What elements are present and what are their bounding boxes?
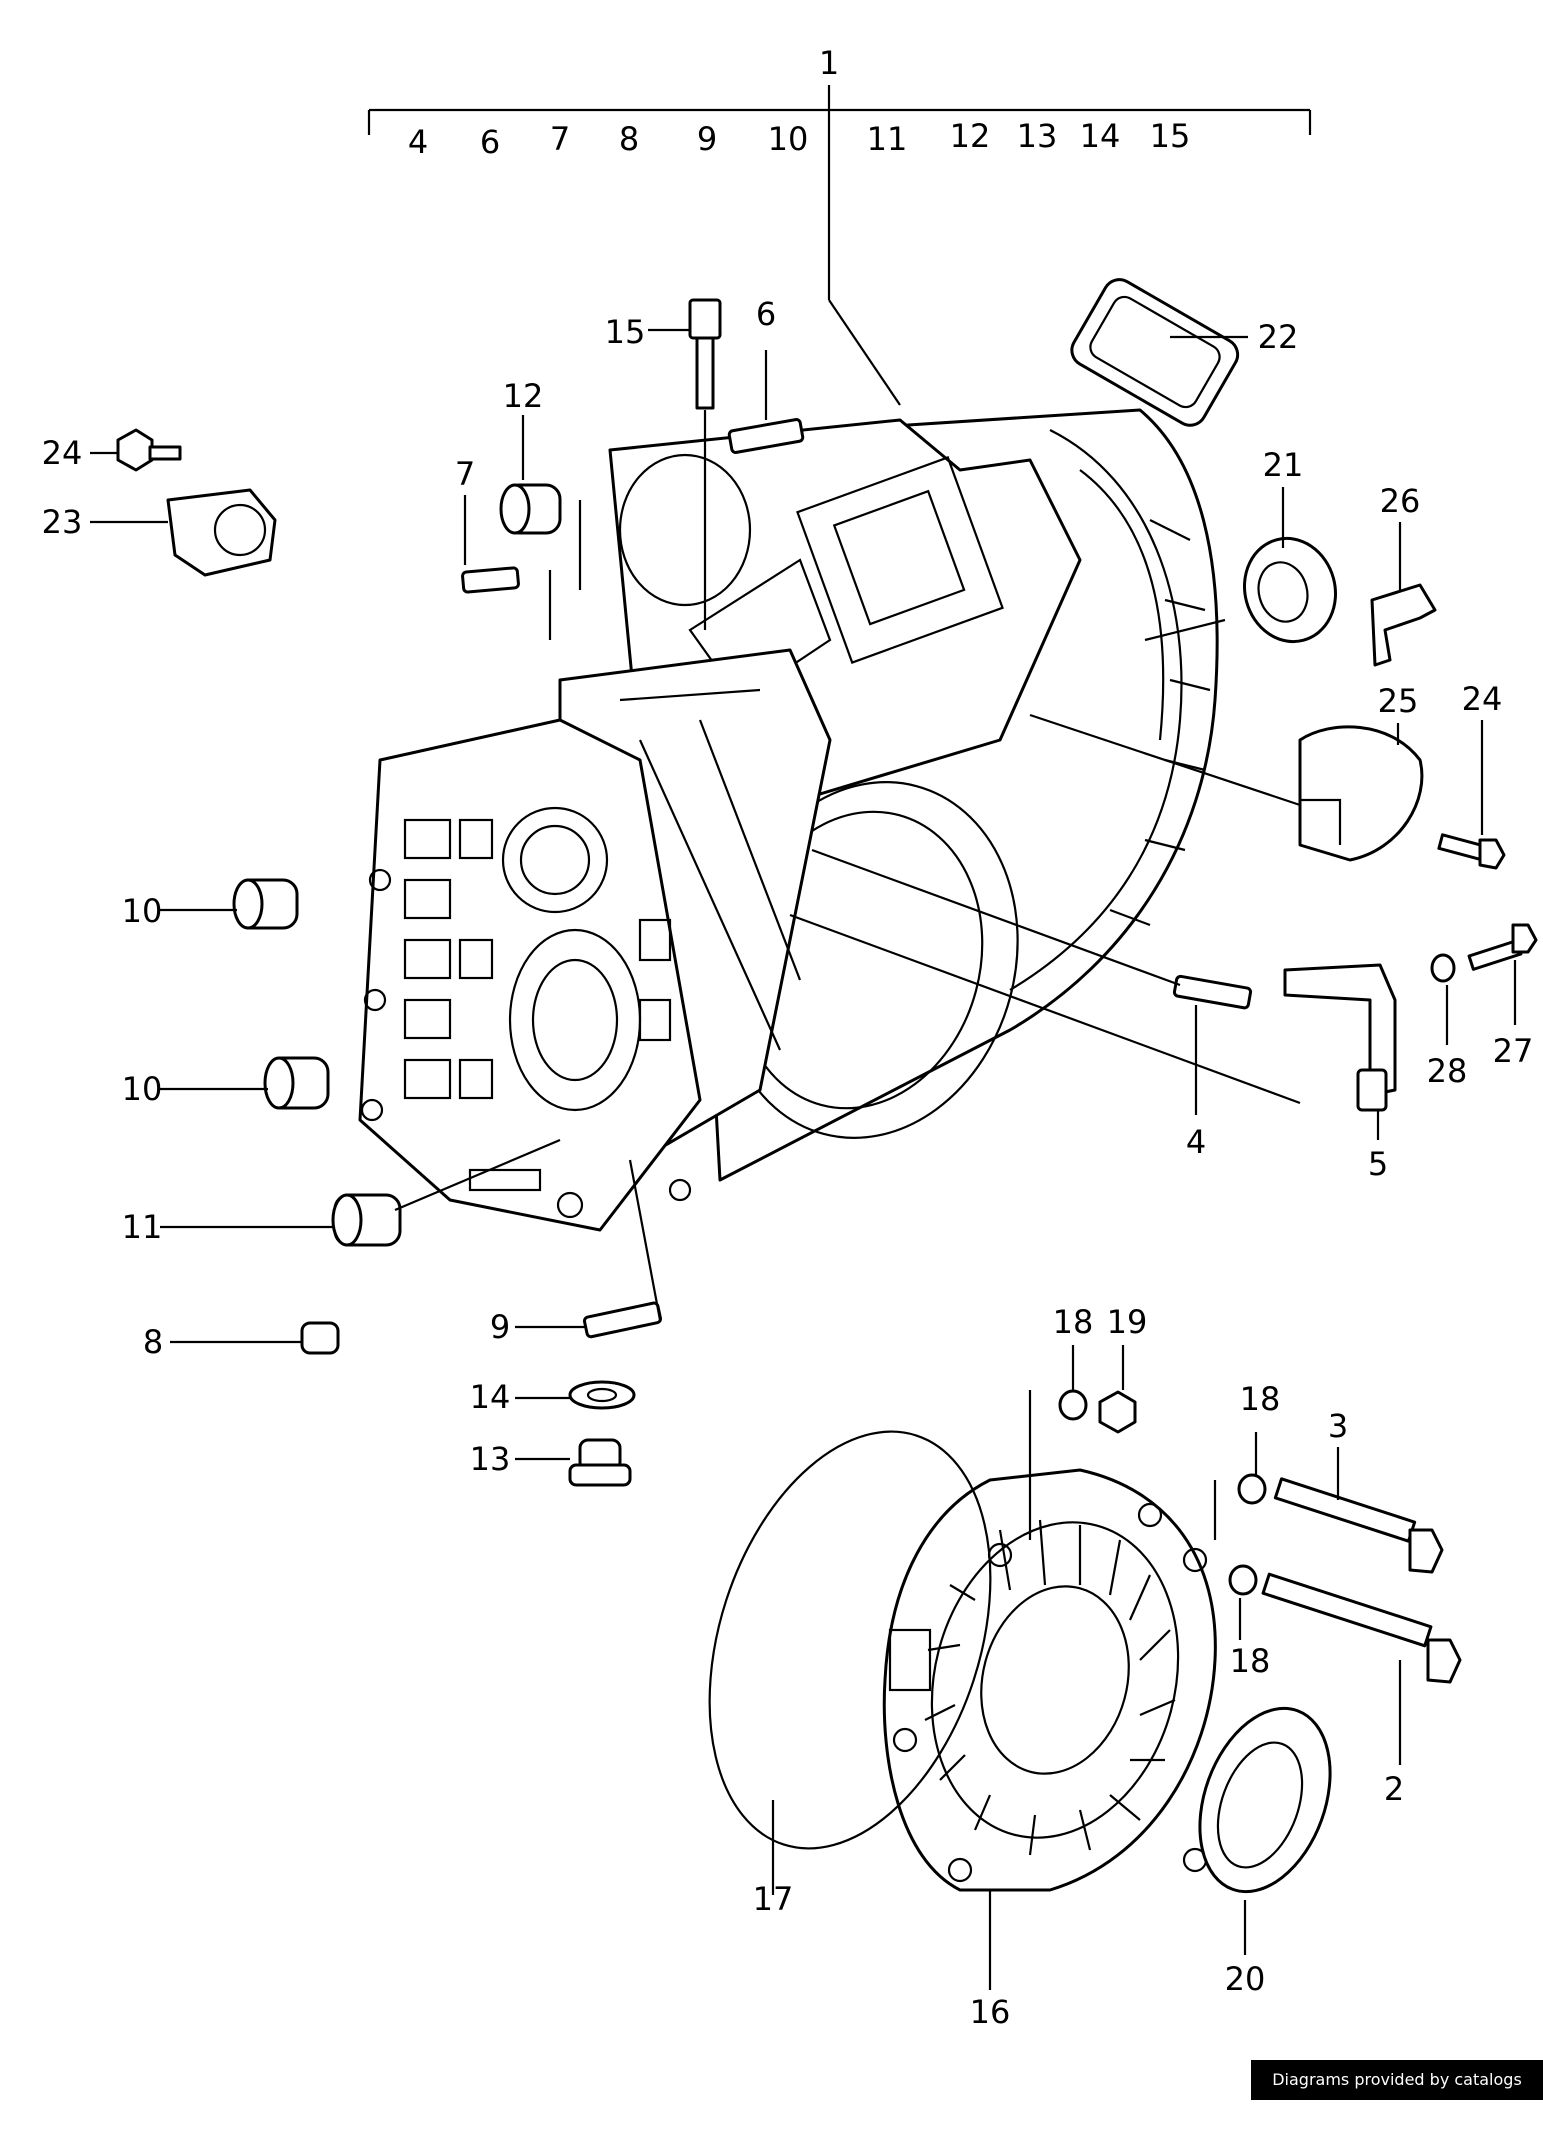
callout-15: 15 <box>605 313 646 351</box>
group-member-11: 11 <box>867 120 908 158</box>
group-member-7: 7 <box>550 120 570 158</box>
callout-6: 6 <box>756 295 776 333</box>
callout-22: 22 <box>1258 318 1299 356</box>
callout-24-top: 24 <box>42 434 83 472</box>
callout-labels: 15 6 22 12 7 24 23 21 26 25 24 10 10 27 … <box>42 295 1534 2031</box>
small-parts <box>116 278 1538 1894</box>
callout-23: 23 <box>42 503 83 541</box>
callout-4: 4 <box>1186 1123 1206 1161</box>
callout-26: 26 <box>1380 482 1421 520</box>
group-member-14: 14 <box>1080 117 1121 155</box>
callout-17: 17 <box>753 1880 794 1918</box>
callout-25: 25 <box>1378 682 1419 720</box>
callout-21: 21 <box>1263 446 1304 484</box>
group-header-label: 1 <box>819 44 839 82</box>
group-member-15: 15 <box>1150 117 1191 155</box>
rear-cover-part <box>882 1468 1217 1892</box>
group-member-8: 8 <box>619 120 639 158</box>
callout-24-right: 24 <box>1462 680 1503 718</box>
callout-14: 14 <box>470 1378 511 1416</box>
callout-13: 13 <box>470 1440 511 1478</box>
group-member-12: 12 <box>950 117 991 155</box>
diagram-credit-label: Diagrams provided by catalogs parts <box>1251 2060 1543 2129</box>
transmission-housing <box>358 408 1219 1232</box>
callout-10-lower: 10 <box>122 1070 163 1108</box>
callout-8: 8 <box>143 1323 163 1361</box>
callout-27: 27 <box>1493 1032 1534 1070</box>
callout-16: 16 <box>970 1993 1011 2031</box>
callout-18-mid: 18 <box>1240 1380 1281 1418</box>
callout-3: 3 <box>1328 1407 1348 1445</box>
group-member-13: 13 <box>1017 117 1058 155</box>
group-member-6: 6 <box>480 123 500 161</box>
callout-18-lower: 18 <box>1230 1642 1271 1680</box>
callout-20: 20 <box>1225 1960 1266 1998</box>
callout-2: 2 <box>1384 1770 1404 1808</box>
callout-19: 19 <box>1107 1303 1148 1341</box>
callout-11: 11 <box>122 1208 163 1246</box>
part-group-bracket <box>367 85 1312 406</box>
group-member-9: 9 <box>697 120 717 158</box>
leader-lines <box>90 328 1517 1990</box>
callout-12: 12 <box>503 377 544 415</box>
callout-9: 9 <box>490 1308 510 1346</box>
callout-10-upper: 10 <box>122 892 163 930</box>
group-member-labels: 4 6 7 8 9 10 11 12 13 14 15 <box>408 117 1191 161</box>
group-member-4: 4 <box>408 123 428 161</box>
callout-18-top: 18 <box>1053 1303 1094 1341</box>
callout-5: 5 <box>1368 1145 1388 1183</box>
callout-28: 28 <box>1427 1052 1468 1090</box>
group-member-10: 10 <box>768 120 809 158</box>
o-ring-part <box>708 1430 992 1850</box>
callout-7: 7 <box>455 455 475 493</box>
